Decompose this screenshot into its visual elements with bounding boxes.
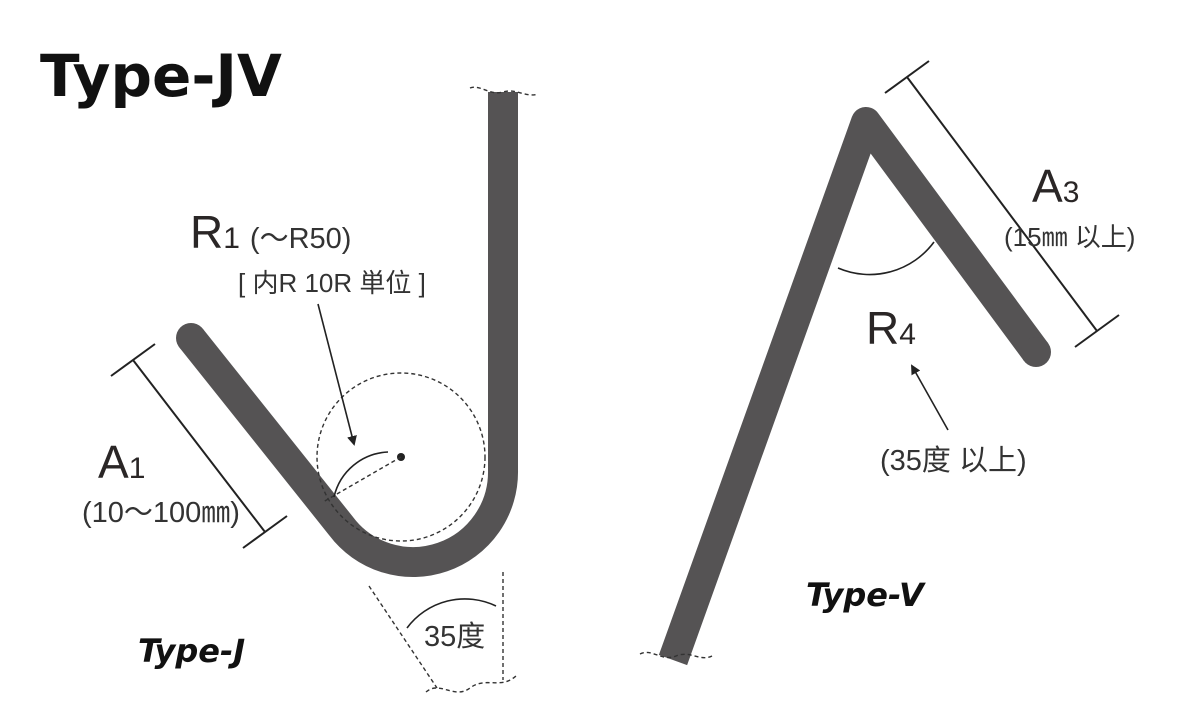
angle-break-line <box>425 675 517 693</box>
r1-radius-line <box>322 456 402 503</box>
a3-range: (15㎜ 以上) <box>1004 222 1135 252</box>
j-bar <box>179 92 519 577</box>
a3-sub: 3 <box>1063 176 1080 209</box>
type-v-figure <box>639 60 1120 666</box>
type-v-label: Type-V <box>806 576 926 614</box>
r4-pointer-arrow <box>911 364 949 431</box>
r1-range: (～R50) <box>250 223 352 255</box>
angle-label: 35度 <box>424 620 485 653</box>
r1-pointer-arrow <box>317 303 357 446</box>
a3-tick-bottom <box>1074 314 1120 348</box>
r4-label: R4 <box>866 302 916 354</box>
r1-name: R <box>190 206 223 258</box>
a3-name: A <box>1032 160 1063 212</box>
a1-label: A1 <box>98 436 145 488</box>
v-bar-tip <box>1021 337 1051 367</box>
a3-tick-top <box>884 60 930 94</box>
type-j-label: Type-J <box>138 632 245 670</box>
type-j-figure <box>110 86 539 693</box>
a3-dimension-line <box>906 76 1098 332</box>
r4-range: (35度 以上) <box>880 444 1027 477</box>
v-bar <box>658 107 1049 666</box>
a1-tick-bottom <box>242 515 288 549</box>
r1-sub: 1 <box>223 222 240 255</box>
r4-arc <box>837 241 935 276</box>
a1-tick-top <box>110 343 156 377</box>
r1-label: R1 (～R50) <box>190 206 351 258</box>
page-title: Type-JV <box>40 42 282 110</box>
a3-label: A3 <box>1032 160 1079 212</box>
r4-name: R <box>866 302 899 354</box>
a1-sub: 1 <box>129 452 146 485</box>
r4-sub: 4 <box>899 318 916 351</box>
r1-radius-circle <box>316 372 486 542</box>
j-bar-tip <box>176 323 206 353</box>
a1-range: (10～100㎜) <box>82 497 240 529</box>
a1-name: A <box>98 436 129 488</box>
j-break-line <box>469 86 539 96</box>
v-break-line <box>639 651 713 659</box>
r1-note: [ 内R 10R 単位 ] <box>238 268 426 298</box>
a1-dimension-line <box>132 359 266 533</box>
angle-arc <box>406 598 497 629</box>
r1-arc <box>333 451 389 498</box>
